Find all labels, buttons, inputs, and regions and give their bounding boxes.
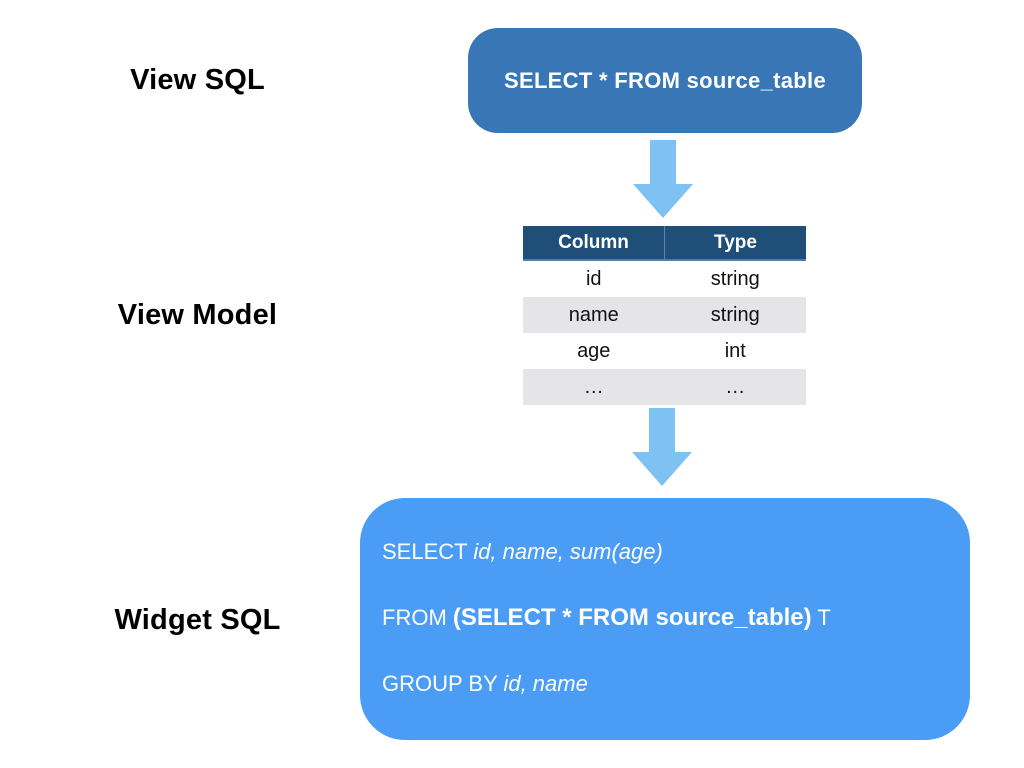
- table-row: age int: [523, 333, 806, 369]
- widget-sql-from-line: FROM (SELECT * FROM source_table) T: [382, 604, 946, 632]
- arrow-down-icon: [633, 140, 693, 218]
- table-cell-type: …: [725, 375, 746, 398]
- table-cell-type: string: [710, 303, 760, 326]
- table-cell-column: age: [577, 339, 611, 362]
- sql-fields: id, name: [503, 671, 588, 696]
- sql-fields: id, name, sum(age): [473, 539, 663, 564]
- table-header-type: Type: [714, 231, 757, 253]
- sql-alias: T: [811, 605, 831, 630]
- table-cell-column: name: [568, 303, 619, 326]
- sql-keyword: GROUP BY: [382, 671, 504, 696]
- widget-sql-select-line: SELECT id, name, sum(age): [382, 538, 946, 566]
- view-model-label: View Model: [117, 299, 278, 331]
- table-row: id string: [523, 261, 806, 297]
- table-row: name string: [523, 297, 806, 333]
- sql-subquery: (SELECT * FROM source_table): [452, 604, 812, 631]
- table-cell-type: int: [724, 339, 746, 362]
- view-sql-text: SELECT * FROM source_table: [504, 67, 826, 93]
- view-sql-label: View SQL: [130, 64, 265, 96]
- table-cell-column: id: [585, 267, 602, 290]
- widget-sql-box: SELECT id, name, sum(age) FROM (SELECT *…: [360, 498, 970, 740]
- view-sql-box: SELECT * FROM source_table: [468, 28, 862, 133]
- sql-keyword: SELECT: [382, 539, 474, 564]
- arrow-down-icon: [632, 408, 692, 486]
- table-header-row: Column Type: [523, 226, 806, 261]
- table-cell-type: string: [710, 267, 760, 290]
- table-cell-column: …: [583, 375, 604, 398]
- table-row: … …: [523, 369, 806, 405]
- widget-sql-groupby-line: GROUP BY id, name: [382, 670, 946, 698]
- widget-sql-label: Widget SQL: [114, 604, 281, 636]
- table-header-column: Column: [523, 226, 665, 259]
- view-model-table: Column Type id string name string age in…: [523, 226, 806, 405]
- sql-keyword: FROM: [382, 605, 453, 630]
